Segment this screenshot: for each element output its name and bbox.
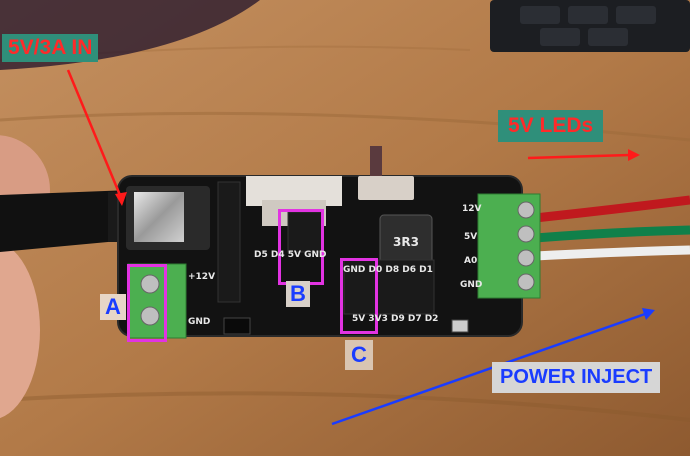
silk-chip: 3R3 <box>393 235 419 249</box>
highlight-box-c <box>340 258 378 334</box>
silk-plus12v: +12V <box>188 272 216 282</box>
marker-a-label: A <box>100 294 126 320</box>
silk-out-gnd: GND <box>460 280 483 290</box>
power-inject-label: POWER INJECT <box>492 362 661 393</box>
silk-gnd-left: GND <box>188 317 211 327</box>
highlight-box-b <box>278 209 324 285</box>
silk-top-pins: D5 D4 5V GND <box>254 250 327 260</box>
silk-out-a0: A0 <box>464 256 478 266</box>
silk-out-5v: 5V <box>464 232 478 242</box>
silk-out-12v: 12V <box>462 204 482 214</box>
highlight-box-a <box>127 264 167 342</box>
power-in-label: 5V/3A IN <box>2 34 99 62</box>
marker-b-label: B <box>286 281 310 307</box>
leds-label: 5V LEDs <box>498 110 604 142</box>
silk-right-header-bottom: 5V 3V3 D9 D7 D2 <box>352 314 439 324</box>
marker-c-label: C <box>345 340 373 370</box>
silk-right-header-top: GND D0 D8 D6 D1 <box>343 265 433 275</box>
